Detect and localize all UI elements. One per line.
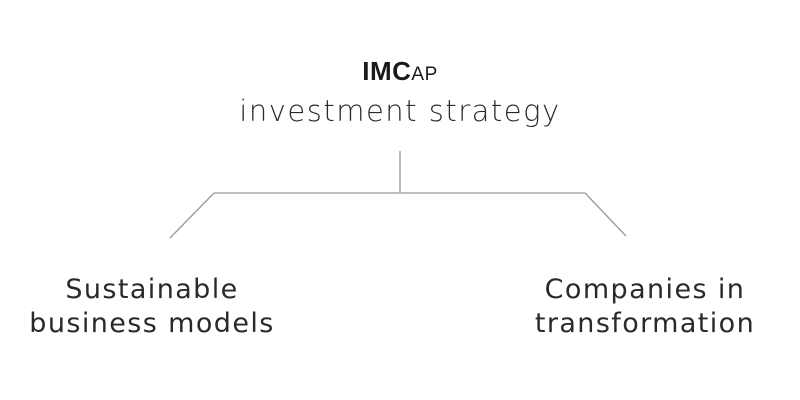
branch-companies-in-transformation: Companies in transformation xyxy=(485,273,800,341)
branch-right-line2: transformation xyxy=(534,308,756,339)
logo-sub-text: AP xyxy=(411,64,438,85)
branch-left-line1: Sustainable xyxy=(65,274,239,305)
branch-right-line1: Companies in xyxy=(544,274,746,305)
imcap-logo: IMCAP xyxy=(200,58,600,84)
logo-main-text: IMC xyxy=(362,56,412,86)
left-branch-line xyxy=(169,192,215,239)
branch-left-line2: business models xyxy=(29,308,275,339)
branch-sustainable-business-models: Sustainable business models xyxy=(0,273,312,341)
right-branch-line xyxy=(584,192,627,237)
root-subtitle: investment strategy xyxy=(239,94,561,128)
